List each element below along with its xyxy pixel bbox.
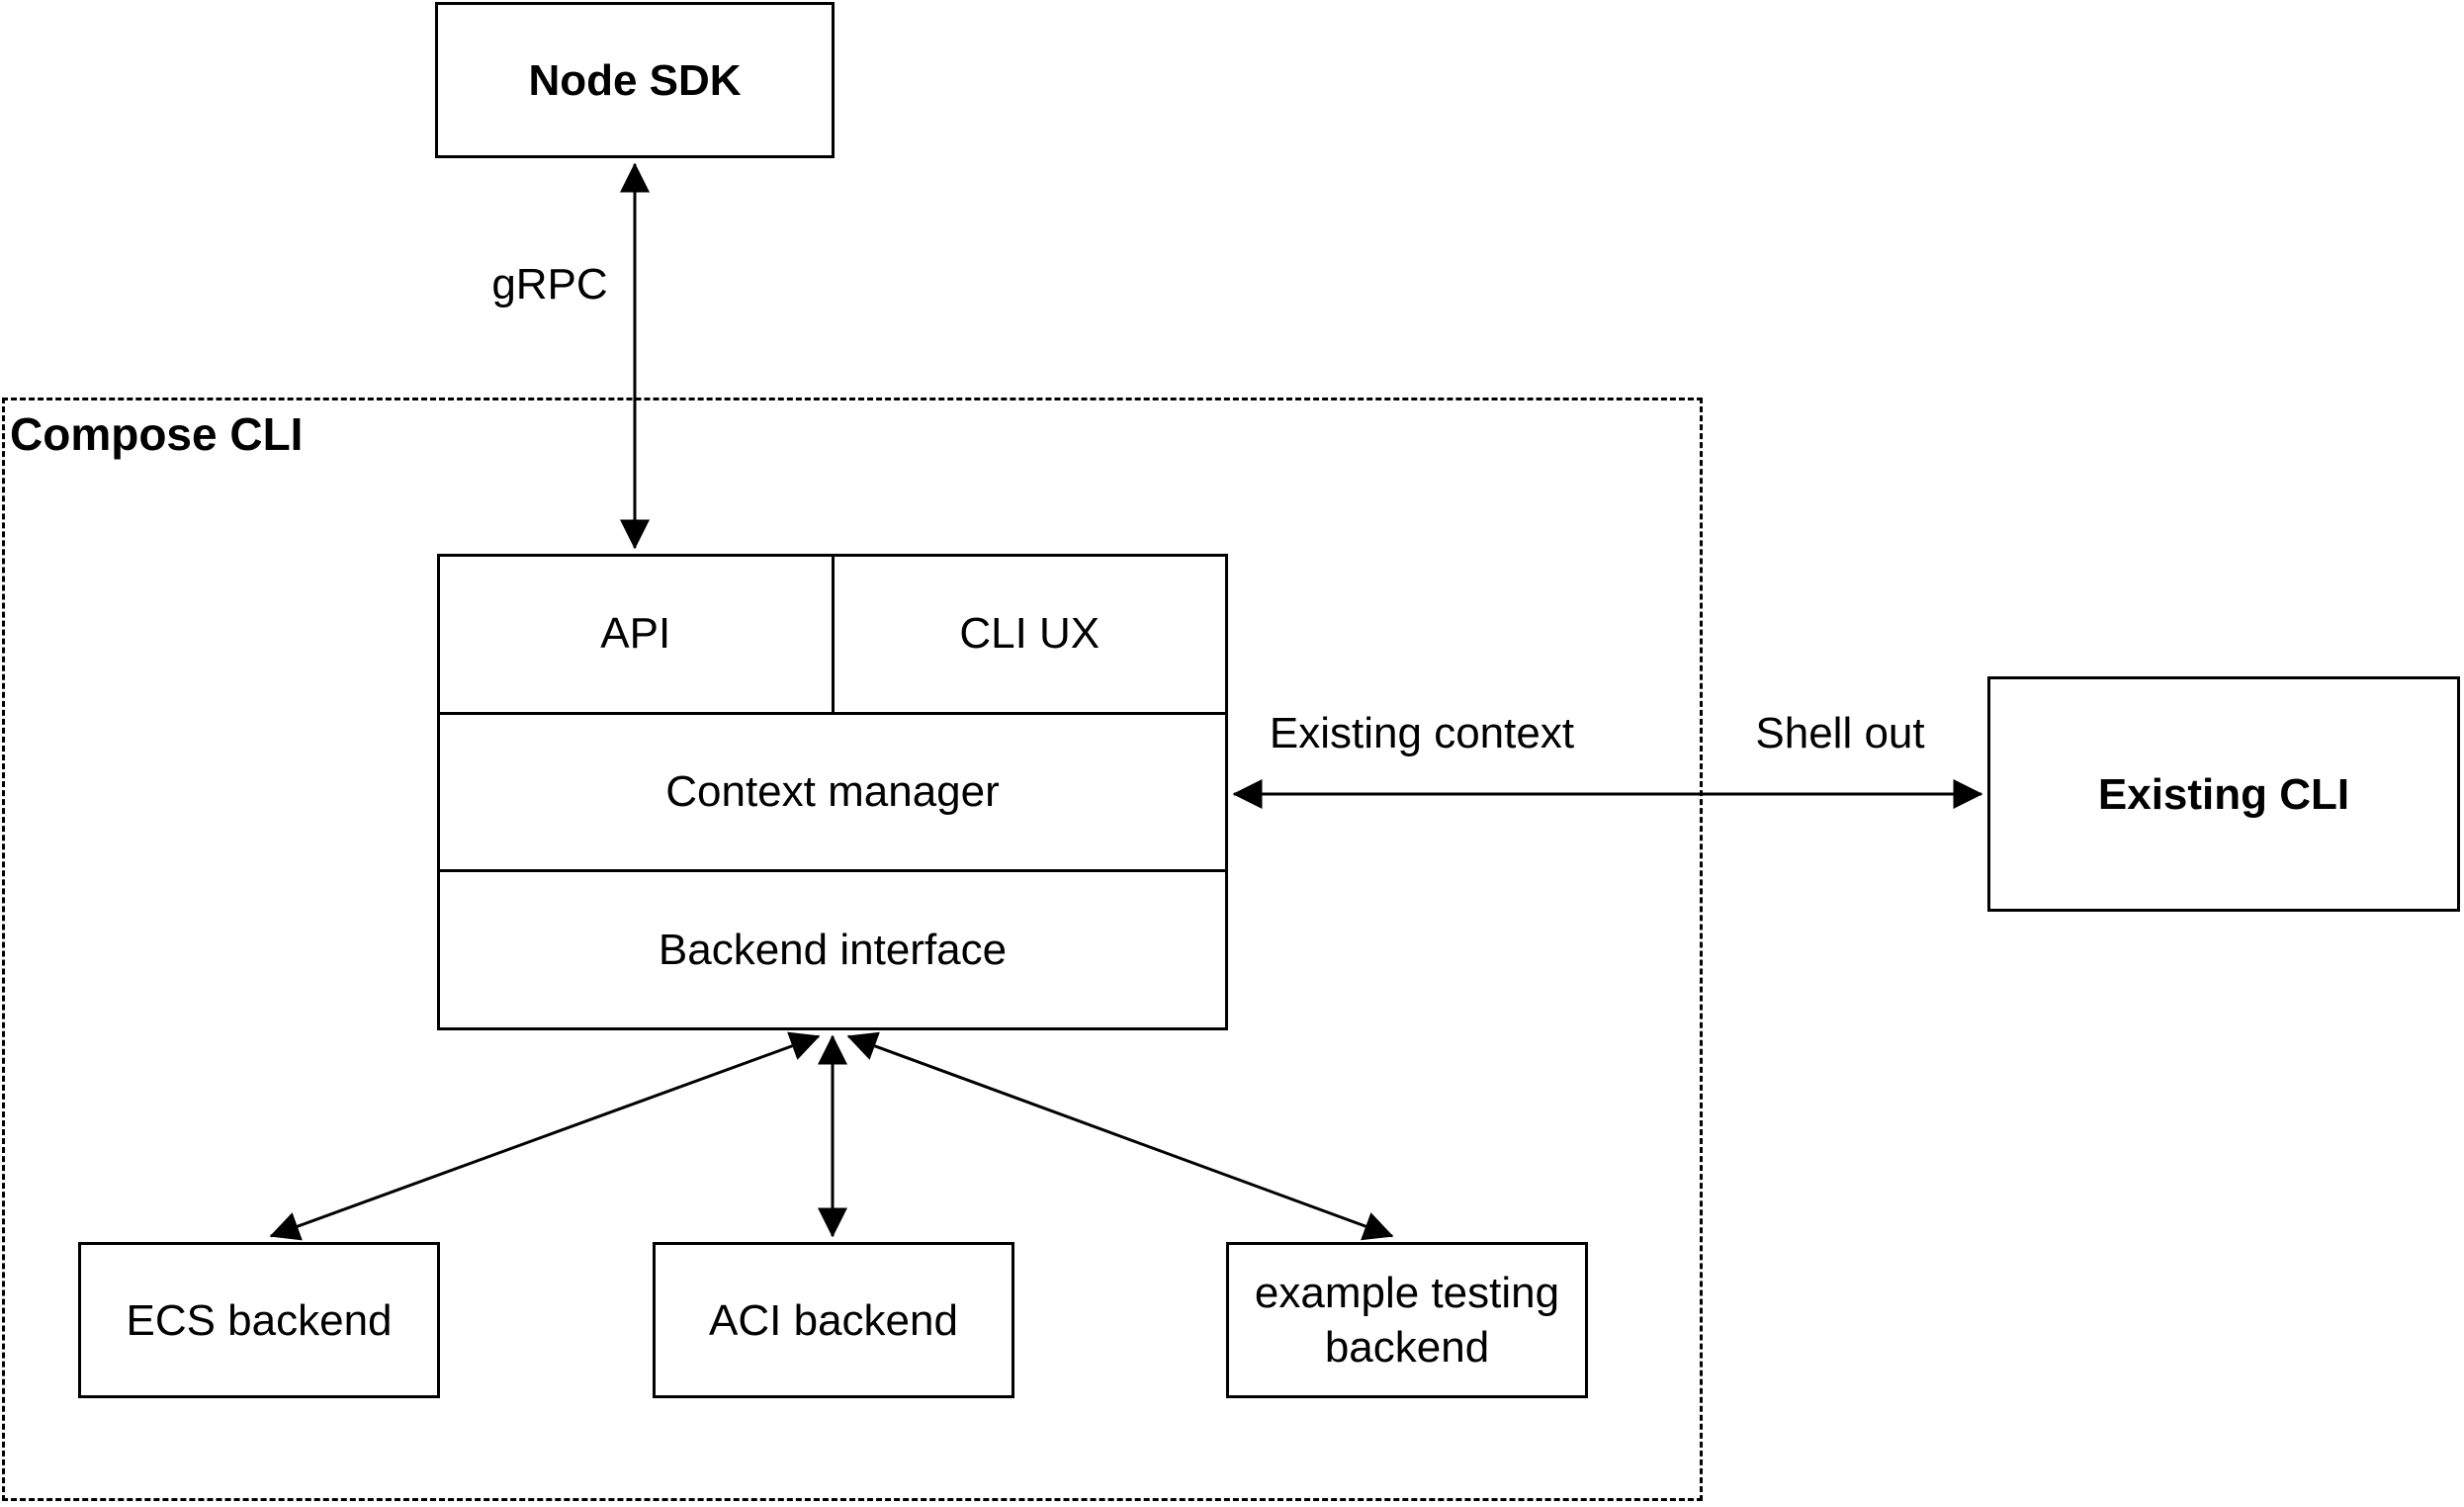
context-manager-label: Context manager bbox=[665, 767, 1000, 816]
api-cliux-row: API CLI UX bbox=[440, 557, 1225, 712]
node-sdk-box: Node SDK bbox=[435, 2, 835, 158]
backend-interface-label: Backend interface bbox=[658, 925, 1008, 974]
aci-backend-box: ACI backend bbox=[653, 1242, 1014, 1398]
compose-cli-group bbox=[2, 398, 1703, 1501]
context-manager-row: Context manager bbox=[440, 711, 1225, 870]
compose-cli-core-box: API CLI UX Context manager Backend inter… bbox=[437, 554, 1228, 1030]
example-testing-backend-label: example testing backend bbox=[1254, 1269, 1560, 1372]
shell-out-edge-label: Shell out bbox=[1755, 709, 1925, 757]
api-cell: API bbox=[440, 557, 832, 712]
existing-context-edge-label: Existing context bbox=[1269, 709, 1575, 757]
example-testing-backend-box: example testing backend bbox=[1226, 1242, 1588, 1398]
backend-interface-cell: Backend interface bbox=[440, 872, 1225, 1027]
cli-ux-label: CLI UX bbox=[959, 609, 1100, 659]
grpc-edge-label: gRPC bbox=[491, 260, 608, 309]
node-sdk-label: Node SDK bbox=[528, 55, 742, 105]
compose-cli-group-label: Compose CLI bbox=[10, 408, 304, 460]
aci-backend-label: ACI backend bbox=[709, 1295, 958, 1345]
api-label: API bbox=[600, 609, 671, 659]
cli-ux-cell: CLI UX bbox=[831, 557, 1226, 712]
backend-interface-row: Backend interface bbox=[440, 869, 1225, 1027]
ecs-backend-label: ECS backend bbox=[126, 1295, 393, 1345]
existing-cli-label: Existing CLI bbox=[2097, 769, 2350, 819]
existing-cli-box: Existing CLI bbox=[1987, 676, 2460, 912]
ecs-backend-box: ECS backend bbox=[78, 1242, 440, 1398]
context-manager-cell: Context manager bbox=[440, 715, 1225, 870]
